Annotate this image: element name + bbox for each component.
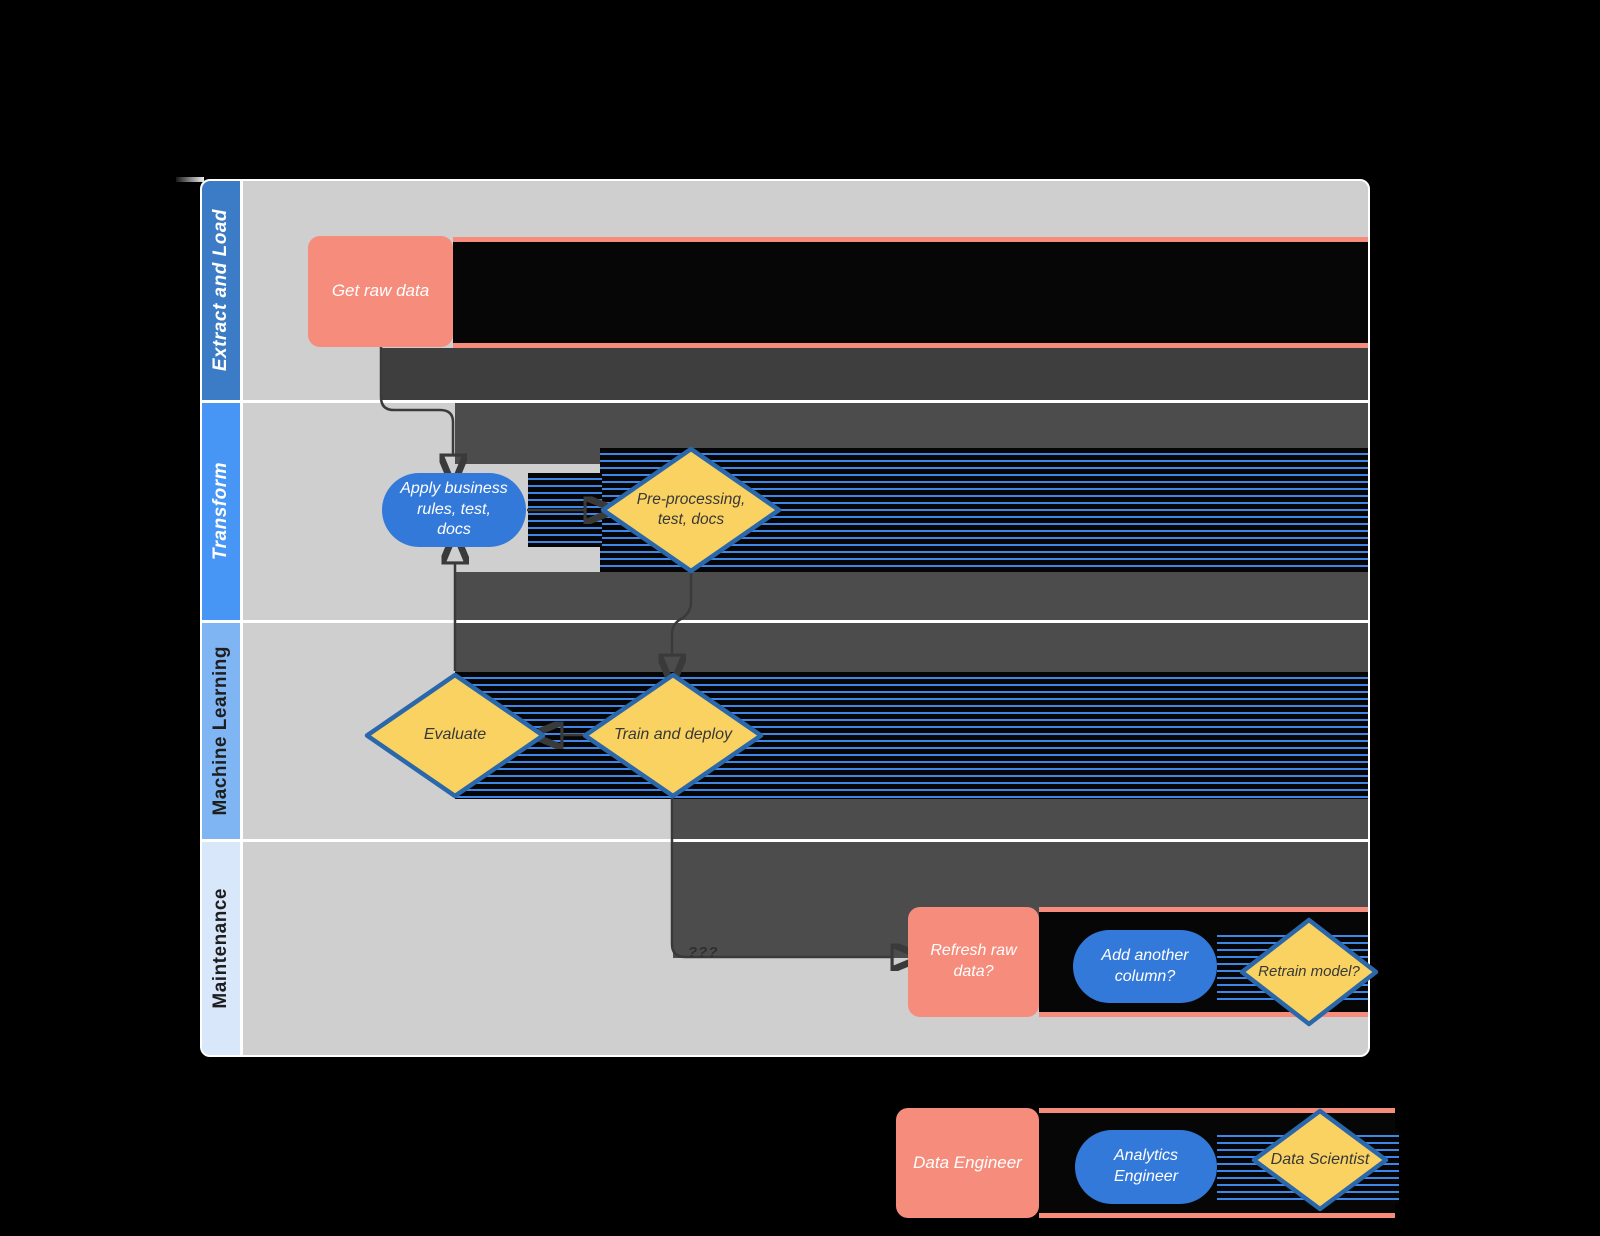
legend-label: Analytics Engineer (1113, 1147, 1179, 1185)
lane-header-machine-learning: Machine Learning (202, 623, 240, 842)
node-add-another-column: Add another column? (1073, 930, 1217, 1003)
diamond-shape (1239, 917, 1379, 1027)
node-label: Pre-processing, test, docs (636, 490, 746, 528)
node-refresh-raw-data: Refresh raw data? (908, 907, 1039, 1017)
legend-analytics-engineer: Analytics Engineer (1075, 1130, 1217, 1204)
node-label: Apply business rules, test, docs (400, 479, 508, 539)
lane-label: Maintenance (210, 888, 231, 1009)
legend-data-scientist: Data Scientist (1250, 1107, 1390, 1213)
lane-separator (240, 400, 1368, 403)
node-retrain-model: Retrain model? (1238, 916, 1380, 1028)
legend-label: Data Engineer (913, 1152, 1022, 1172)
lane-header-transform: Transform (202, 403, 240, 623)
diamond-shape (364, 672, 546, 799)
legend-data-engineer: Data Engineer (896, 1108, 1039, 1218)
lane-label: Extract and Load (210, 209, 231, 372)
lane-label: Machine Learning (210, 646, 231, 816)
lane-header-extract-and-load: Extract and Load (202, 181, 240, 403)
node-apply-business-rules: Apply business rules, test, docs (382, 473, 526, 547)
legend-label: Data Scientist (1270, 1150, 1370, 1168)
node-evaluate: Evaluate (363, 671, 547, 800)
diamond-shape (600, 446, 782, 574)
smear-band (528, 473, 602, 547)
smear-band (455, 622, 1368, 672)
node-label: Refresh raw data? (930, 942, 1017, 980)
node-label: Add another column? (1101, 946, 1189, 985)
diamond-shape (1251, 1108, 1389, 1212)
lane-separator (240, 620, 1368, 623)
smear-band (381, 348, 1368, 400)
node-label: Retrain model? (1258, 963, 1360, 981)
edge-label-question-marks: ??? (688, 944, 719, 961)
lane-header-maintenance: Maintenance (202, 842, 240, 1055)
lane-separator-vertical (240, 181, 243, 1055)
edge-artifact (176, 177, 204, 182)
node-train-and-deploy: Train and deploy (581, 671, 765, 800)
diamond-shape (582, 672, 764, 799)
smear-band (455, 572, 1368, 620)
lane-label: Transform (210, 462, 231, 561)
node-preprocessing: Pre-processing, test, docs (599, 445, 783, 575)
lane-separator (240, 839, 1368, 842)
node-label: Get raw data (331, 281, 430, 301)
node-label: Evaluate (423, 726, 487, 744)
smear-band-get-raw-data (453, 237, 1368, 348)
node-label: Train and deploy (614, 726, 732, 744)
smear-band (672, 799, 1368, 839)
node-get-raw-data: Get raw data (308, 236, 453, 347)
